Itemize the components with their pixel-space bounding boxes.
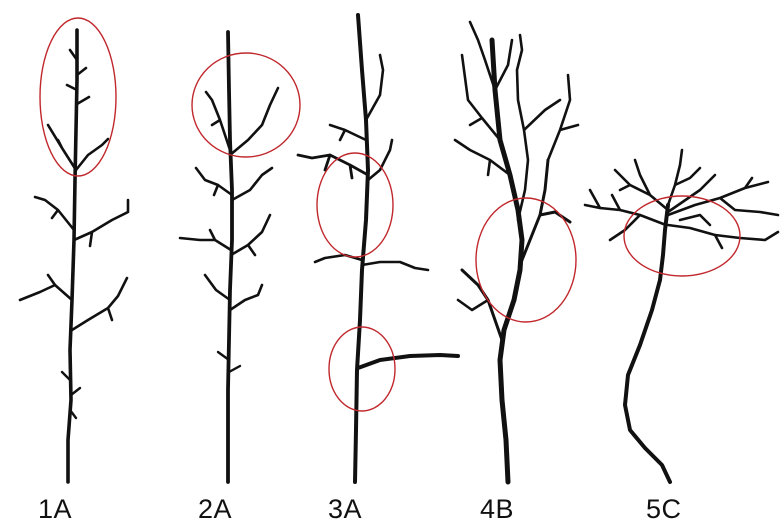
tree-3a-branch-upper-left xyxy=(330,125,366,140)
tree-5c-branch-upper-left xyxy=(615,160,668,210)
tree-2a-branch-left-mid xyxy=(196,168,232,195)
marker-3a-lower xyxy=(329,327,395,411)
tree-2a-branch-left-low xyxy=(180,230,231,250)
tree-2a-trunk xyxy=(228,32,232,482)
marker-4b xyxy=(476,198,576,322)
tree-5c xyxy=(585,150,778,482)
tree-2a-branch-right-low xyxy=(231,215,270,255)
tree-2a-branch-left-top xyxy=(206,92,230,150)
tree-4b-trunk xyxy=(492,40,522,482)
tree-2a-branch-lower xyxy=(205,275,262,310)
tree-5c-branch-right-low xyxy=(668,225,778,248)
label-1a: 1A xyxy=(38,494,72,525)
tree-4b-branch-left-twig xyxy=(458,300,488,310)
label-5c: 5C xyxy=(646,494,682,525)
tree-1a-branch-left-upper xyxy=(48,125,76,170)
tree-1a-branch-right-mid xyxy=(74,200,128,246)
tree-3a-trunk xyxy=(355,15,368,482)
tree-3a-branch-mid-left xyxy=(298,155,368,178)
tree-3a xyxy=(298,15,458,482)
tree-1a-branch-right-upper xyxy=(76,139,108,170)
tree-2a-branch-right-top xyxy=(230,88,278,155)
label-3a: 3A xyxy=(328,494,362,525)
tree-2a-branch-right-mid xyxy=(232,168,272,200)
tree-3a-branch-low-left xyxy=(315,255,362,262)
tree-3a-branch-mid-right xyxy=(368,140,392,180)
label-4b: 4B xyxy=(480,494,514,525)
tree-4b xyxy=(455,22,578,482)
tree-4b-branch-far-right xyxy=(548,75,578,160)
tree-5c-trunk xyxy=(625,205,670,482)
tree-4b-branch-right-tall xyxy=(517,35,560,220)
tree-2a xyxy=(180,32,278,482)
tree-1a xyxy=(20,30,128,482)
tree-3a-branch-strong-right xyxy=(358,355,458,368)
label-2a: 2A xyxy=(198,494,232,525)
tree-3a-branch-low-right xyxy=(362,262,428,270)
tree-1a-branch-left-mid xyxy=(35,197,74,230)
tree-3a-branch-top-right xyxy=(366,55,383,120)
tree-1a-branch-left-low xyxy=(20,275,72,300)
tree-1a-branch-right-low xyxy=(72,278,127,330)
